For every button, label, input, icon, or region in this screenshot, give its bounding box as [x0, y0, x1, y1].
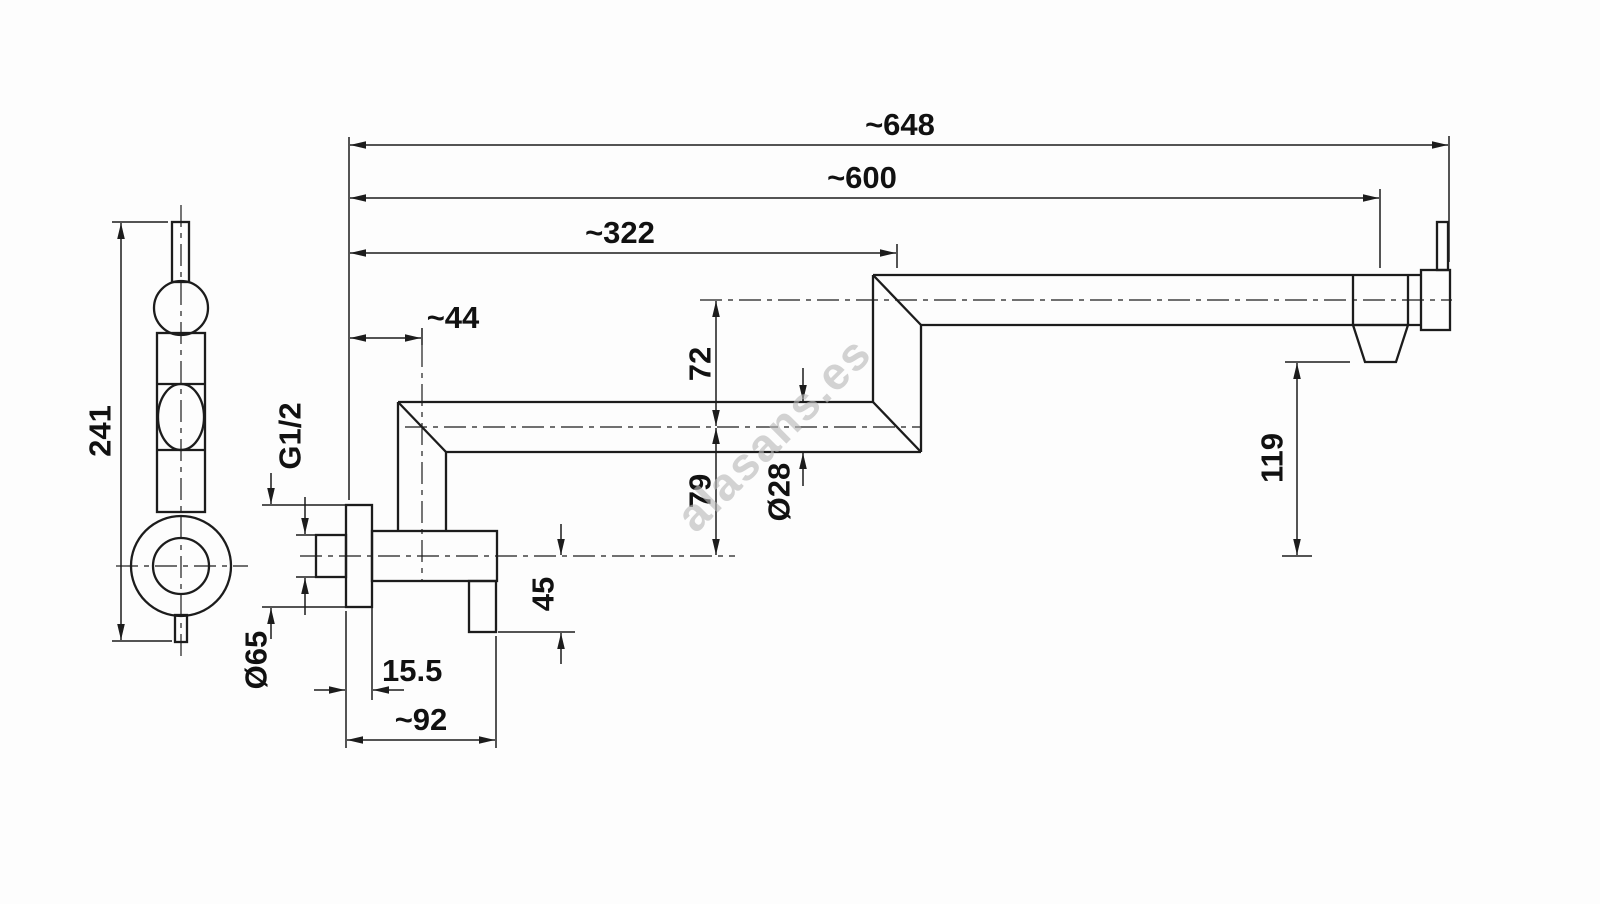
side-view-outline	[129, 220, 233, 644]
dim-label-side-height: 241	[83, 405, 118, 457]
centerlines	[116, 205, 1452, 658]
dim-label-spout-drop: 119	[1255, 433, 1290, 483]
dim-label-wall-to-riser: ~44	[427, 300, 480, 335]
dim-label-wall-to-outlet: ~92	[395, 702, 448, 737]
dim-label-wall-to-spout: ~600	[827, 160, 897, 195]
extension-lines	[112, 136, 1450, 748]
dim-label-flange-diameter: Ø65	[239, 631, 274, 690]
dimension-lines	[117, 141, 1448, 744]
plan-view-outline	[314, 220, 1452, 634]
dimension-labels: ~648 ~600 ~322 ~44 72 79 Ø28 119 45 G1/2…	[83, 107, 1290, 737]
dim-label-flange-depth: 15.5	[382, 653, 442, 688]
dim-label-wall-to-joint: ~322	[585, 215, 655, 250]
dim-label-inlet-thread: G1/2	[273, 402, 308, 469]
dim-label-joint-offset-upper: 72	[683, 347, 718, 381]
dim-label-outlet-below-center: 45	[526, 577, 561, 611]
dim-label-overall-length: ~648	[865, 107, 935, 142]
dim-label-pipe-diameter: Ø28	[762, 463, 797, 522]
dim-label-joint-offset-lower: 79	[683, 474, 718, 508]
